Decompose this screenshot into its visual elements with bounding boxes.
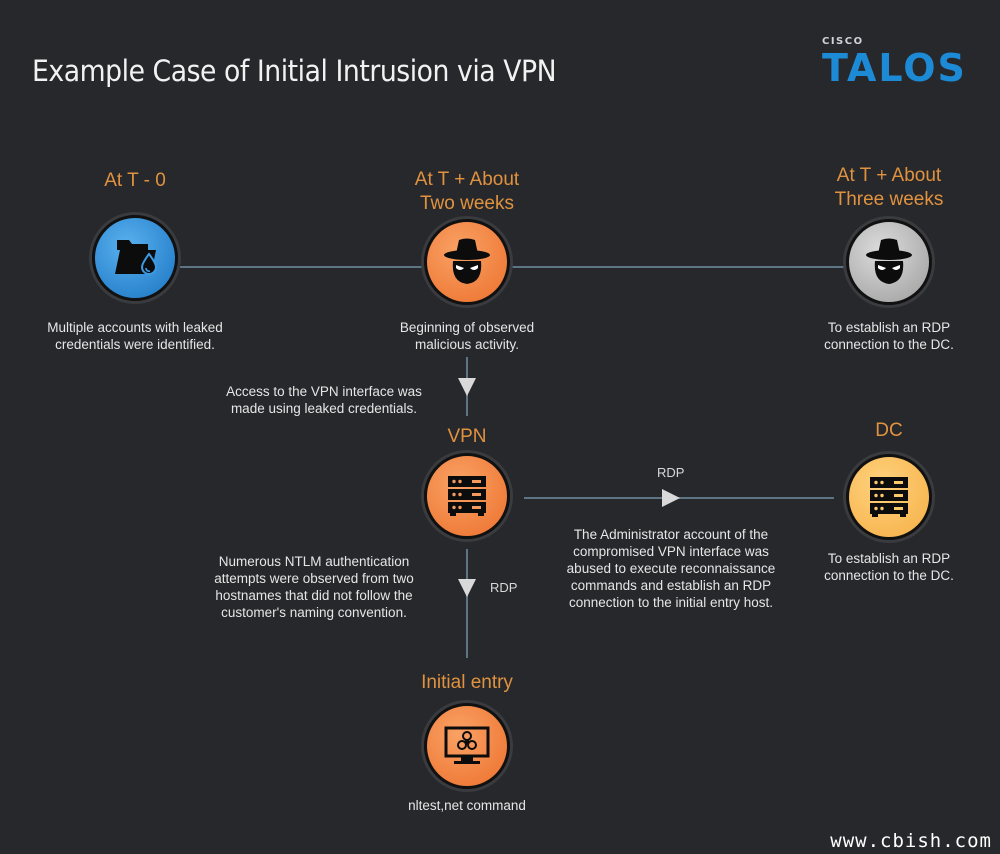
timeline-description-t0: Multiple accounts with leaked credential… [47, 320, 223, 352]
vpn-to-dc-description: The Administrator account of the comprom… [566, 527, 776, 610]
vpn-to-entry-description: Numerous NTLM authentication attempts we… [214, 554, 414, 620]
initial-entry-heading: Initial entry [421, 672, 513, 693]
talos-logo: TALOS [822, 46, 967, 90]
page-title: Example Case of Initial Intrusion via VP… [32, 54, 557, 88]
hacker-icon [866, 238, 912, 284]
hacker-icon [444, 238, 490, 284]
timeline-heading-t0: At T - 0 [104, 170, 166, 191]
timeline-node-three-weeks [846, 219, 932, 305]
timeline-heading-two-weeks: At T + About Two weeks [414, 169, 520, 214]
vpn-node [424, 453, 510, 539]
timeline-heading-three-weeks: At T + About Three weeks [834, 165, 944, 210]
cisco-logo-text: CISCO [822, 36, 864, 47]
vpn-heading: VPN [447, 426, 487, 447]
biohazard-monitor-icon [444, 726, 490, 764]
server-icon [870, 477, 908, 517]
timeline-node-t0 [92, 215, 178, 301]
leaked-folder-icon [115, 240, 158, 275]
rdp-label-to-dc: RDP [657, 465, 685, 480]
dc-description: To establish an RDP connection to the DC… [824, 551, 954, 583]
initial-entry-description: nltest,net command [408, 798, 526, 813]
dc-node [846, 454, 932, 540]
initial-entry-node [424, 703, 510, 789]
down-arrow-to-entry [458, 579, 476, 597]
timeline-description-two-weeks: Beginning of observed malicious activity… [399, 320, 535, 352]
timeline-description-three-weeks: To establish an RDP connection to the DC… [824, 320, 954, 352]
vpn-access-description: Access to the VPN interface was made usi… [226, 384, 422, 416]
dc-heading: DC [875, 420, 903, 441]
rdp-label-to-entry: RDP [490, 580, 518, 595]
down-arrow-to-vpn [458, 378, 476, 396]
server-icon [448, 476, 486, 516]
timeline-node-two-weeks [424, 219, 510, 305]
right-arrow-to-dc [662, 489, 680, 507]
watermark: www.cbish.com [830, 830, 992, 852]
